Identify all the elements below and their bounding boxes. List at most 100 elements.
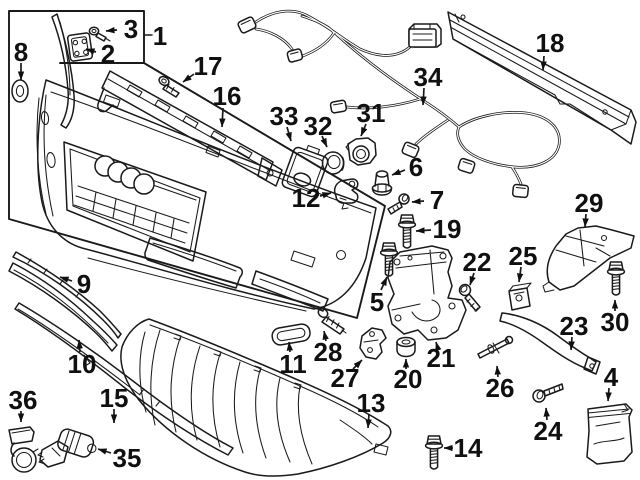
part-16-energy-absorber (97, 70, 283, 187)
callout-25-arrow (516, 266, 524, 283)
callout-24-arrow (543, 407, 550, 421)
part-35-headlamp-washer (37, 428, 97, 468)
callout-23: 23 (560, 311, 589, 351)
callout-29-number[interactable]: 29 (575, 188, 604, 218)
callout-21: 21 (427, 341, 456, 373)
callout-11-number[interactable]: 11 (279, 349, 307, 379)
callout-21-number[interactable]: 21 (427, 343, 456, 373)
callout-17-number[interactable]: 17 (194, 51, 223, 81)
callout-29-arrow (582, 213, 589, 228)
callout-17-arrow (182, 73, 195, 83)
callout-8: 8 (14, 37, 28, 81)
callout-2-number[interactable]: 2 (101, 39, 115, 69)
callout-27-number[interactable]: 27 (331, 363, 360, 393)
callout-30: 30 (601, 299, 630, 337)
callout-28-arrow (322, 330, 329, 342)
callout-4-number[interactable]: 4 (604, 362, 619, 392)
callout-32-arrow (320, 135, 328, 148)
callout-10-arrow (76, 339, 83, 353)
callout-3-arrow (105, 27, 118, 34)
callout-32: 32 (304, 111, 333, 148)
callout-17: 17 (182, 51, 223, 83)
callout-36-number[interactable]: 36 (9, 385, 38, 415)
callout-26-number[interactable]: 26 (486, 373, 515, 403)
callout-layer: 1 2 3 4 5 6 7 8 9 10 (9, 14, 630, 473)
callout-3-number[interactable]: 3 (124, 14, 138, 44)
callout-35: 35 (97, 443, 142, 473)
callout-14: 14 (443, 433, 483, 463)
part-9-trim-strip (12, 251, 122, 339)
callout-24-number[interactable]: 24 (534, 416, 563, 446)
callout-8-number[interactable]: 8 (14, 37, 28, 67)
part-21-mount-bracket (387, 245, 467, 341)
callout-7-arrow (411, 198, 425, 205)
callout-2-arrow (85, 48, 97, 55)
callout-22-arrow (469, 272, 476, 286)
callout-16-arrow (219, 107, 226, 128)
callout-2: 2 (85, 39, 115, 69)
callout-1: 1 (153, 21, 167, 51)
callout-15-number[interactable]: 15 (100, 383, 129, 413)
callout-32-number[interactable]: 32 (304, 111, 333, 141)
callout-27-arrow (352, 359, 363, 370)
callout-13-number[interactable]: 13 (357, 388, 386, 418)
callout-30-number[interactable]: 30 (601, 307, 630, 337)
callout-34-arrow (420, 87, 427, 106)
part-25-clip-nut (508, 282, 532, 311)
callout-5-arrow (380, 276, 388, 291)
callout-6-number[interactable]: 6 (409, 152, 423, 182)
part-29-side-bracket (542, 225, 635, 293)
part-31-parking-sensor (345, 137, 377, 166)
callout-11-arrow (286, 341, 294, 353)
part-3-bolt (88, 26, 111, 42)
part-4-hardware-bag (586, 403, 633, 465)
callout-35-arrow (97, 448, 112, 455)
callout-20: 20 (394, 358, 423, 394)
callout-22-number[interactable]: 22 (463, 247, 492, 277)
callout-28-number[interactable]: 28 (314, 337, 343, 367)
callout-18-number[interactable]: 18 (536, 28, 565, 58)
callout-26: 26 (486, 365, 515, 403)
callout-6-arrow (391, 168, 406, 176)
part-26-pin-screw (477, 335, 514, 359)
callout-13-arrow (365, 413, 372, 429)
harness-main-connector (408, 23, 442, 48)
callout-9-number[interactable]: 9 (77, 269, 91, 299)
callout-19-arrow (415, 227, 432, 234)
callout-19: 19 (415, 214, 462, 244)
callout-14-number[interactable]: 14 (454, 433, 483, 463)
callout-36: 36 (9, 385, 38, 423)
callout-1-number[interactable]: 1 (153, 21, 167, 51)
callout-28: 28 (314, 330, 343, 367)
callout-7-number[interactable]: 7 (430, 185, 444, 215)
callout-5: 5 (370, 276, 388, 317)
part-11-gasket (271, 323, 311, 346)
part-1-bumper-cover (36, 79, 377, 312)
callout-23-number[interactable]: 23 (560, 311, 589, 341)
callout-9-arrow (59, 276, 73, 283)
callout-13: 13 (357, 388, 386, 429)
part-36-washer-cap (8, 426, 39, 473)
part-13-splash-shield (120, 318, 392, 477)
callout-35-number[interactable]: 35 (113, 443, 142, 473)
callout-34-number[interactable]: 34 (414, 62, 443, 92)
callout-11: 11 (279, 341, 307, 379)
callout-26-arrow (494, 365, 501, 378)
callout-22: 22 (463, 247, 492, 286)
callout-33-number[interactable]: 33 (270, 101, 299, 131)
callout-18-arrow (540, 55, 547, 71)
callout-25-number[interactable]: 25 (509, 241, 538, 271)
callout-21-arrow (435, 341, 442, 352)
callout-20-number[interactable]: 20 (394, 364, 423, 394)
part-27-small-bracket (359, 327, 387, 360)
callout-16-number[interactable]: 16 (213, 81, 242, 111)
callout-12-number[interactable]: 12 (292, 183, 321, 213)
callout-19-number[interactable]: 19 (433, 214, 462, 244)
callout-31-number[interactable]: 31 (357, 98, 386, 128)
callout-10-number[interactable]: 10 (68, 349, 97, 379)
assembly-box-outline (8, 10, 386, 319)
callout-25: 25 (509, 241, 538, 283)
part-20-cap-nut (396, 336, 416, 358)
callout-5-number[interactable]: 5 (370, 287, 384, 317)
